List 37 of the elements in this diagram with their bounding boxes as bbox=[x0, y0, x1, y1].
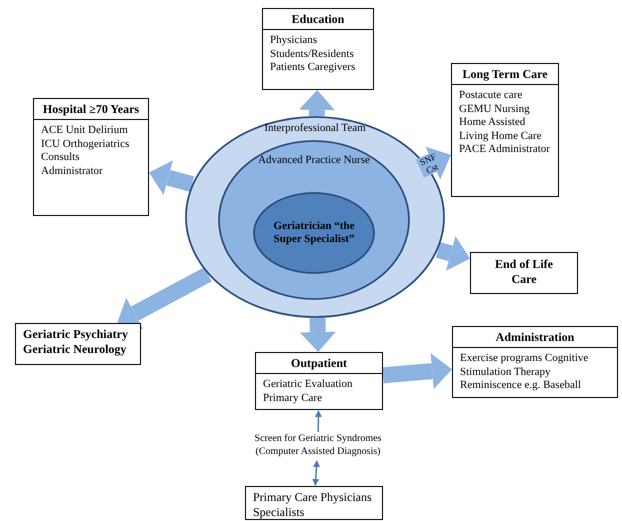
box-heading: Hospital ≥70 Years bbox=[34, 99, 148, 120]
process-box bbox=[452, 326, 618, 398]
box-heading: Administration bbox=[453, 327, 617, 348]
block-arrow bbox=[148, 160, 194, 196]
box-text: End of Life Care bbox=[494, 256, 554, 288]
circle-node bbox=[218, 140, 410, 300]
process-box bbox=[33, 98, 149, 216]
process-box bbox=[245, 486, 383, 520]
circle-node bbox=[185, 116, 445, 318]
ring-label: Interprofessional Team bbox=[263, 122, 367, 135]
box-heading: Long Term Care bbox=[452, 64, 558, 85]
process-box bbox=[15, 323, 141, 365]
process-box bbox=[262, 8, 374, 90]
ring-label: Advanced Practice Nurse bbox=[257, 154, 371, 167]
box-text: Exercise programs Cognitive Stimulation Therapy Reminiscence e.g. Baseball bbox=[459, 351, 590, 393]
box-text: Physicians Students/Residents Patients Caregivers bbox=[269, 33, 356, 75]
arrow bbox=[312, 460, 320, 486]
process-box bbox=[255, 352, 383, 410]
screening-note: Screen for Geriatric Syndromes (Computer Assisted Diagnosis) bbox=[254, 432, 382, 458]
box-heading: Education bbox=[263, 9, 373, 30]
arrow bbox=[314, 410, 322, 432]
box-text: Postacute care GEMU Nursing Home Assisted Living Home Care PACE Administrator bbox=[458, 88, 551, 157]
box-heading: Outpatient bbox=[256, 353, 382, 374]
block-arrow bbox=[436, 236, 470, 271]
circle-title: Geriatrician “the Super Specialist” bbox=[272, 220, 356, 246]
block-arrow bbox=[300, 318, 336, 352]
process-box bbox=[470, 252, 578, 294]
circle-node bbox=[253, 192, 375, 274]
box-text: Primary Care Physicians Specialists bbox=[252, 489, 373, 521]
box-text: Geriatric Evaluation Primary Care bbox=[262, 377, 354, 406]
process-box bbox=[451, 63, 559, 197]
box-text: ACE Unit Delirium ICU Orthogeriatrics Consults Administrator bbox=[40, 123, 130, 178]
block-arrow bbox=[117, 267, 212, 330]
box-text: Geriatric Psychiatry Geriatric Neurology bbox=[22, 326, 129, 358]
block-arrow bbox=[298, 90, 335, 116]
block-arrow bbox=[382, 353, 452, 390]
block-arrow bbox=[424, 146, 452, 180]
